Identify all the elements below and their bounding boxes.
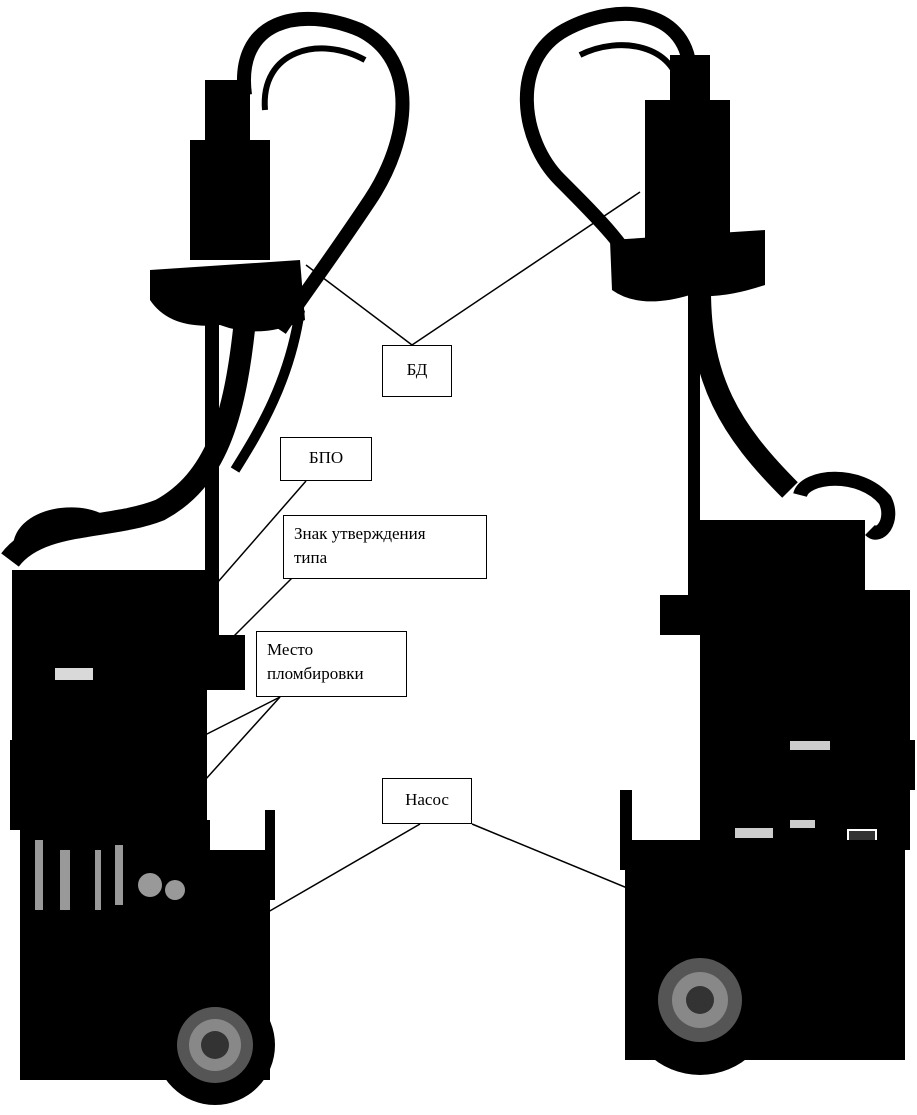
label-pump: Насос: [382, 778, 472, 824]
leader-bd-left: [305, 264, 413, 346]
label-bpo: БПО: [280, 437, 372, 481]
left-sensor-body: [190, 140, 270, 260]
leader-lines: [175, 191, 641, 913]
leader-bpo: [175, 480, 307, 631]
right-processing-unit: [700, 590, 910, 850]
right-device: [519, 6, 915, 1075]
left-approval-plate: [205, 635, 245, 690]
left-sensor-cap: [205, 80, 250, 150]
left-processing-unit: [12, 570, 207, 830]
leader-mesto-1: [204, 696, 281, 736]
leader-znak: [229, 577, 293, 641]
right-sensor-mount: [610, 230, 765, 302]
label-bd: БД: [382, 345, 452, 397]
right-sensor-body: [645, 100, 730, 250]
leader-bd-right: [411, 191, 641, 346]
label-type-approval-mark: Знак утверждения типа: [283, 515, 487, 579]
leader-mesto-2: [204, 696, 281, 781]
left-sensor-mount: [150, 260, 305, 332]
left-device: [1, 11, 410, 1105]
label-sealing-place: Место пломбировки: [256, 631, 407, 697]
leader-nasos-right: [471, 823, 633, 891]
leader-nasos-left: [267, 823, 421, 913]
